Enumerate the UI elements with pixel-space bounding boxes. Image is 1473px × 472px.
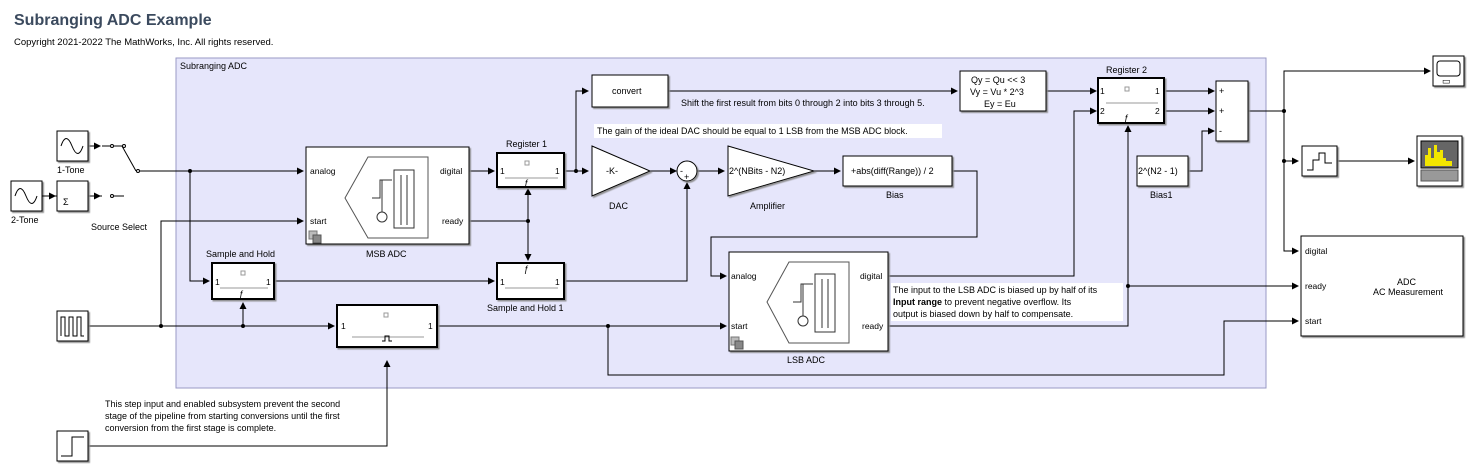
sample-hold-1-name: Sample and Hold 1 xyxy=(487,303,564,313)
register-1-block[interactable]: Register 1 1 1 ƒ xyxy=(496,139,565,188)
svg-text:convert: convert xyxy=(612,86,642,96)
sample-and-hold-block[interactable]: Sample and Hold 1 1 ƒ xyxy=(206,249,275,300)
svg-text:Vy = Vu * 2^3: Vy = Vu * 2^3 xyxy=(970,87,1024,97)
msb-ready-port: ready xyxy=(442,216,464,226)
dac-gain-annotation: The gain of the ideal DAC should be equa… xyxy=(597,126,908,136)
amplifier-name: Amplifier xyxy=(750,201,785,211)
convert-block[interactable]: convert xyxy=(591,74,669,108)
zero-order-hold-block[interactable] xyxy=(1301,145,1338,177)
svg-text:1: 1 xyxy=(500,277,505,287)
dac-gain-value: -K- xyxy=(606,166,618,176)
svg-text:+: + xyxy=(1219,86,1224,96)
sum-block-sigma[interactable]: Σ xyxy=(56,180,89,212)
svg-text:ready: ready xyxy=(1305,281,1327,291)
bias1-block[interactable]: 2^(N2 - 1) Bias1 xyxy=(1136,155,1189,200)
svg-text:ready: ready xyxy=(862,321,884,331)
step-annotation-line3: conversion from the first stage is compl… xyxy=(105,423,276,433)
trigger-icon: ƒ xyxy=(524,178,529,188)
dac-name: DAC xyxy=(609,201,629,211)
msb-adc-name: MSB ADC xyxy=(366,249,407,259)
bias-name: Bias xyxy=(886,190,904,200)
svg-text:ƒ: ƒ xyxy=(1124,113,1129,123)
two-tone-label: 2-Tone xyxy=(11,215,39,225)
source-select-switch[interactable]: Source Select xyxy=(91,144,148,233)
source-select-label: Source Select xyxy=(91,222,148,232)
svg-text:Input range to prevent negativ: Input range to prevent negative overflow… xyxy=(893,297,1072,307)
svg-text:2^(N2 - 1): 2^(N2 - 1) xyxy=(1138,166,1178,176)
lsb-adc-name: LSB ADC xyxy=(787,355,826,365)
bias-block[interactable]: +abs(diff(Range)) / 2 Bias xyxy=(842,155,953,200)
step-annotation-line2: stage of the pipeline from starting conv… xyxy=(105,411,340,421)
spectrum-analyzer-block[interactable] xyxy=(1416,135,1463,187)
svg-text:1: 1 xyxy=(555,277,560,287)
adc-ac-measurement-block[interactable]: digital ready start ADC AC Measurement xyxy=(1300,235,1464,337)
svg-text:digital: digital xyxy=(1305,246,1327,256)
svg-text:1: 1 xyxy=(1100,86,1105,96)
sum2-block[interactable]: + + - xyxy=(1215,80,1249,142)
svg-text:+: + xyxy=(1219,106,1224,116)
dac-gain-block[interactable]: -K- DAC xyxy=(591,145,652,211)
msb-digital-port: digital xyxy=(440,166,462,176)
svg-text:-: - xyxy=(680,166,683,176)
lsb-annotation-line1: The input to the LSB ADC is biased up by… xyxy=(893,285,1098,295)
svg-text:ƒ: ƒ xyxy=(239,289,244,299)
lsb-annotation-line2: to prevent negative overflow. Its xyxy=(942,297,1072,307)
svg-text:2: 2 xyxy=(1100,106,1105,116)
msb-start-port: start xyxy=(310,216,327,226)
sample-and-hold-1-block[interactable]: ƒ 1 1 Sample and Hold 1 xyxy=(487,262,565,313)
svg-text:1: 1 xyxy=(500,166,505,176)
step-annotation-line1: This step input and enabled subsystem pr… xyxy=(105,399,340,409)
svg-text:1: 1 xyxy=(215,277,220,287)
svg-text:start: start xyxy=(1305,316,1322,326)
one-tone-label: 1-Tone xyxy=(57,165,85,175)
svg-text:start: start xyxy=(731,321,748,331)
bias-expr: +abs(diff(Range)) / 2 xyxy=(851,166,934,176)
lsb-adc-block[interactable]: analog start digital ready LSB ADC xyxy=(728,251,889,365)
register-2-name: Register 2 xyxy=(1106,65,1147,75)
sine-wave-1-tone[interactable]: 1-Tone xyxy=(56,130,89,175)
shift-function-block[interactable]: Qy = Qu << 3 Vy = Vu * 2^3 Ey = Eu xyxy=(959,70,1047,112)
svg-text:1: 1 xyxy=(428,321,433,331)
step-block[interactable] xyxy=(56,430,89,462)
bias1-name: Bias1 xyxy=(1150,190,1173,200)
sine-wave-2-tone[interactable]: 2-Tone xyxy=(10,180,43,225)
scope-icon: ▭ xyxy=(1442,76,1451,86)
amplifier-expr: 2^(NBits - N2) xyxy=(729,166,785,176)
register-2-block[interactable]: Register 2 1 2 1 2 ƒ xyxy=(1097,65,1165,124)
svg-text:1: 1 xyxy=(555,166,560,176)
svg-text:+: + xyxy=(684,172,689,182)
shift-annotation: Shift the first result from bits 0 throu… xyxy=(681,98,925,108)
svg-text:digital: digital xyxy=(860,271,882,281)
subsystem-label: Subranging ADC xyxy=(180,61,248,71)
input-range-bold: Input range xyxy=(893,297,942,307)
sample-hold-name: Sample and Hold xyxy=(206,249,275,259)
svg-text:Ey = Eu: Ey = Eu xyxy=(984,99,1016,109)
svg-text:ƒ: ƒ xyxy=(524,264,529,274)
svg-text:analog: analog xyxy=(731,271,757,281)
svg-text:2: 2 xyxy=(1155,106,1160,116)
svg-text:1: 1 xyxy=(1155,86,1160,96)
svg-text:ADC: ADC xyxy=(1397,277,1417,287)
msb-analog-port: analog xyxy=(310,166,336,176)
msb-adc-block[interactable]: analog start digital ready MSB ADC xyxy=(305,146,470,259)
sum-circle-block[interactable]: - + xyxy=(676,160,698,182)
pulse-generator[interactable] xyxy=(56,310,89,342)
svg-text:1: 1 xyxy=(266,277,271,287)
signal-lines xyxy=(55,67,1431,447)
sigma-icon: Σ xyxy=(63,197,69,207)
svg-text:AC Measurement: AC Measurement xyxy=(1373,287,1444,297)
enabled-subsystem-block[interactable]: 1 1 xyxy=(336,304,438,348)
svg-text:1: 1 xyxy=(341,321,346,331)
svg-text:-: - xyxy=(1219,126,1222,136)
amplifier-block[interactable]: 2^(NBits - N2) Amplifier xyxy=(727,145,816,211)
page-title: Subranging ADC Example xyxy=(14,12,212,29)
copyright-text: Copyright 2021-2022 The MathWorks, Inc. … xyxy=(14,37,274,48)
scope-block[interactable]: ▭ xyxy=(1432,55,1465,87)
register-1-name: Register 1 xyxy=(506,139,547,149)
lsb-annotation-line3: output is biased down by half to compens… xyxy=(893,309,1073,319)
svg-text:Qy = Qu << 3: Qy = Qu << 3 xyxy=(971,75,1025,85)
